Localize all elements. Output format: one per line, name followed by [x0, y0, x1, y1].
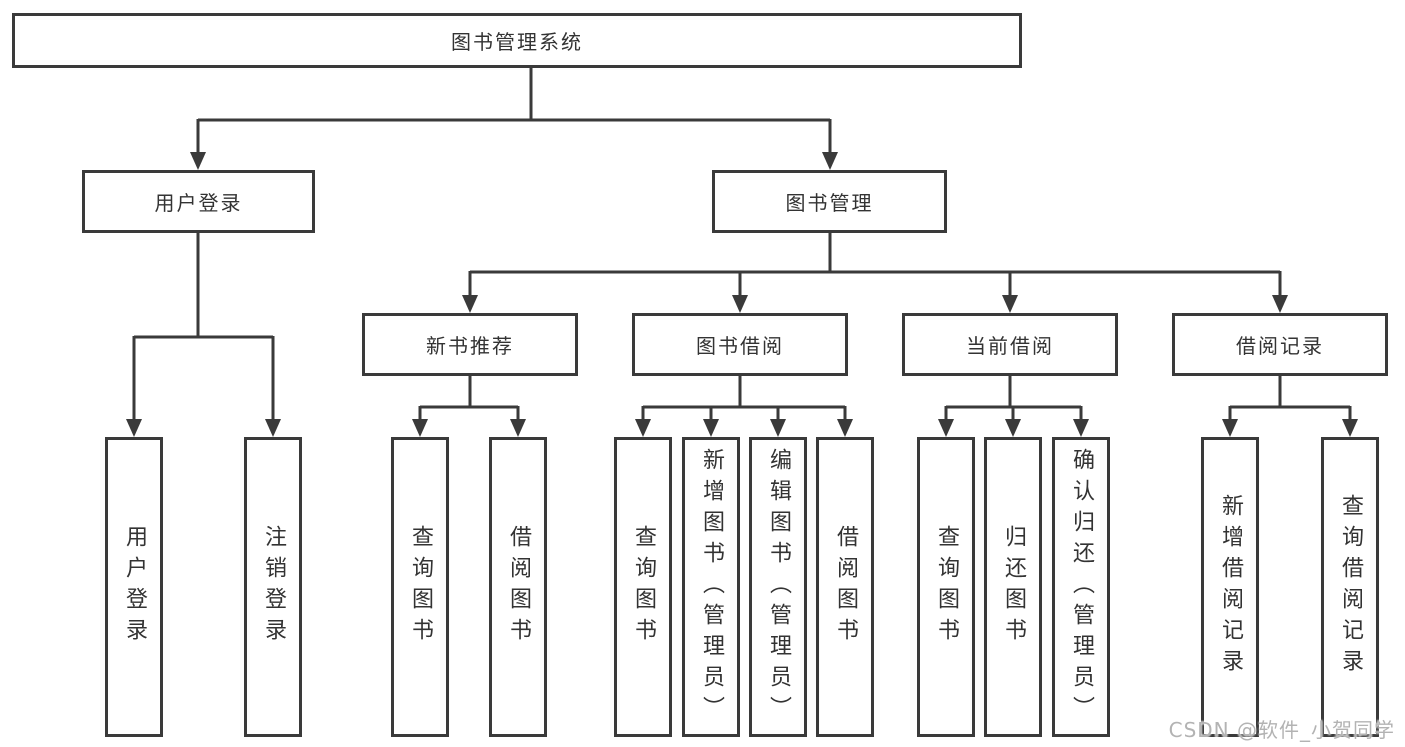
leaf-add-books: 新增图书（管理员）: [682, 437, 740, 737]
leaf-query-borrow-record: 查询借阅记录: [1321, 437, 1379, 737]
leaf-confirm-return-label: 确认归还（管理员）: [1069, 447, 1094, 727]
node-new-book-recommend: 新书推荐: [362, 313, 578, 376]
node-borrow-records: 借阅记录: [1172, 313, 1388, 376]
node-borrow-records-label: 借阅记录: [1236, 334, 1324, 358]
node-root-label: 图书管理系统: [451, 30, 583, 54]
leaf-user-login-label: 用户登录: [122, 525, 147, 649]
leaf-edit-books: 编辑图书（管理员）: [749, 437, 807, 737]
leaf-confirm-return: 确认归还（管理员）: [1052, 437, 1110, 737]
leaf-return-books-label: 归还图书: [1001, 525, 1026, 649]
leaf-query-books-current: 查询图书: [917, 437, 975, 737]
leaf-edit-books-label: 编辑图书（管理员）: [766, 447, 791, 727]
leaf-borrow-books-borrow-label: 借阅图书: [833, 525, 858, 649]
node-user-login: 用户登录: [82, 170, 315, 233]
leaf-return-books: 归还图书: [984, 437, 1042, 737]
leaf-borrow-books-borrow: 借阅图书: [816, 437, 874, 737]
leaf-add-books-label: 新增图书（管理员）: [699, 447, 724, 727]
node-current-borrow-label: 当前借阅: [966, 334, 1054, 358]
watermark: CSDN @软件_小贺同学: [1168, 718, 1395, 742]
node-user-login-label: 用户登录: [154, 191, 243, 215]
node-book-management-label: 图书管理: [785, 191, 874, 215]
leaf-borrow-books-recommend: 借阅图书: [489, 437, 547, 737]
leaf-query-books-borrow-label: 查询图书: [631, 525, 656, 649]
node-root: 图书管理系统: [12, 13, 1022, 68]
node-book-borrow: 图书借阅: [632, 313, 848, 376]
leaf-logout: 注销登录: [244, 437, 302, 737]
leaf-query-books-recommend: 查询图书: [391, 437, 449, 737]
leaf-query-books-borrow: 查询图书: [614, 437, 672, 737]
leaf-add-borrow-record-label: 新增借阅记录: [1218, 494, 1243, 680]
node-book-management: 图书管理: [712, 170, 947, 233]
leaf-logout-label: 注销登录: [261, 525, 286, 649]
leaf-borrow-books-recommend-label: 借阅图书: [506, 525, 531, 649]
leaf-query-books-current-label: 查询图书: [934, 525, 959, 649]
node-book-borrow-label: 图书借阅: [696, 334, 784, 358]
leaf-add-borrow-record: 新增借阅记录: [1201, 437, 1259, 737]
node-current-borrow: 当前借阅: [902, 313, 1118, 376]
leaf-query-borrow-record-label: 查询借阅记录: [1338, 494, 1363, 680]
leaf-query-books-recommend-label: 查询图书: [408, 525, 433, 649]
leaf-user-login: 用户登录: [105, 437, 163, 737]
node-new-book-recommend-label: 新书推荐: [426, 334, 514, 358]
